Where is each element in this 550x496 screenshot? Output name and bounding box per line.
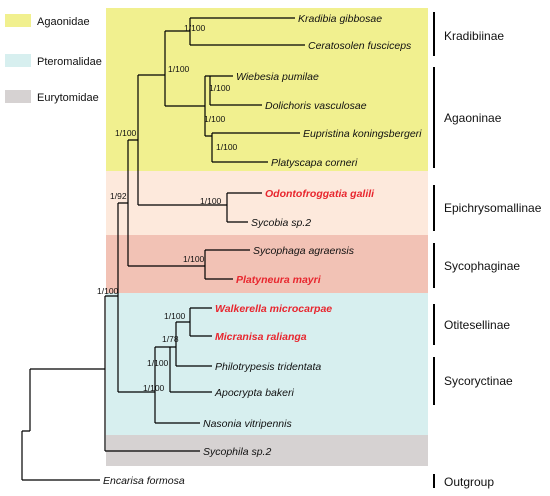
group-label-otitesellinae: Otitesellinae (444, 318, 510, 332)
taxon-label: Wiebesia pumilae (236, 71, 319, 83)
branch-upper (118, 140, 137, 267)
group-label-sycophaginae: Sycophaginae (444, 259, 520, 273)
branch-kradibiinae (164, 30, 190, 106)
support-values: 1/100 1/100 1/100 1/100 1/100 1/100 1/10… (97, 23, 238, 393)
branch-pteromalid (154, 346, 200, 424)
support-value: 1/100 (184, 23, 206, 33)
support-value: 1/100 (200, 196, 222, 206)
branch-sycophaginae (137, 249, 250, 280)
support-value: 1/100 (97, 286, 119, 296)
band-sycophaginae (106, 235, 428, 293)
taxon-label: Platyscapa corneri (271, 157, 358, 169)
branch-epi-agaon (128, 75, 227, 206)
taxon-label: Philotrypesis tridentata (215, 361, 321, 373)
group-label-agaoninae: Agaoninae (444, 111, 502, 125)
branch-node-main (105, 203, 155, 393)
taxon-label: Dolichoris vasculosae (265, 100, 367, 112)
band-epichrysomallinae (106, 171, 428, 235)
band-agaonidae (106, 8, 428, 171)
branch-node-sycophila (104, 296, 200, 452)
group-label-outgroup: Outgroup (444, 475, 494, 489)
taxon-label: Ceratosolen fusciceps (308, 40, 412, 52)
taxon-label: Micranisa ralianga (215, 331, 307, 343)
support-value: 1/100 (183, 254, 205, 264)
group-label-epichrysomallinae: Epichrysomallinae (444, 201, 542, 215)
group-brackets: Kradibiinae Agaoninae Epichrysomallinae … (433, 12, 542, 489)
taxon-label: Sycophaga agraensis (253, 245, 355, 257)
taxon-label: Odontofroggatia galili (265, 188, 375, 200)
branch-eupristina (205, 132, 300, 163)
support-value: 1/78 (162, 334, 179, 344)
branch-root (21, 430, 100, 481)
taxon-label: Sycophila sp.2 (203, 446, 271, 458)
taxon-label: Platyneura mayri (236, 274, 322, 286)
tree-branches (21, 17, 305, 481)
taxon-label: Apocrypta bakeri (214, 387, 294, 399)
legend-label-eurytomidae: Eurytomidae (37, 92, 99, 104)
branch-kradibia (189, 17, 305, 46)
taxon-labels: Kradibia gibbosae Ceratosolen fusciceps … (103, 13, 422, 487)
support-value: 1/100 (164, 311, 186, 321)
legend-label-agaonidae: Agaonidae (37, 16, 90, 28)
support-value: 1/100 (143, 383, 165, 393)
taxon-label: Encarisa formosa (103, 475, 185, 487)
support-value: 1/100 (204, 114, 226, 124)
branch-agaoninae (165, 76, 206, 136)
taxon-label: Sycobia sp.2 (251, 217, 311, 229)
branch-apocrypta (169, 347, 212, 393)
legend-swatch-pteromalidae (5, 54, 31, 67)
support-value: 1/100 (147, 358, 169, 368)
branch-wiebesia (205, 75, 262, 106)
legend: Agaonidae Pteromalidae Eurytomidae (5, 14, 102, 104)
legend-swatch-eurytomidae (5, 90, 31, 103)
branch-walkerella (176, 307, 212, 337)
support-value: 1/100 (216, 142, 238, 152)
support-value: 1/100 (209, 83, 231, 93)
taxon-label: Eupristina koningsbergeri (303, 128, 422, 140)
band-pteromalidae (106, 293, 428, 435)
taxon-label: Nasonia vitripennis (203, 418, 292, 430)
support-value: 1/92 (110, 191, 127, 201)
taxon-label: Kradibia gibbosae (298, 13, 382, 25)
legend-swatch-agaonidae (5, 14, 31, 27)
group-label-sycoryctinae: Sycoryctinae (444, 374, 513, 388)
support-value: 1/100 (168, 64, 190, 74)
legend-label-pteromalidae: Pteromalidae (37, 56, 102, 68)
support-value: 1/100 (115, 128, 137, 138)
taxon-label: Walkerella microcarpae (215, 303, 332, 315)
branch-ingroup (29, 368, 105, 431)
group-label-kradibiinae: Kradibiinae (444, 29, 504, 43)
branch-otitesellinae (170, 322, 212, 367)
branch-epichrysomallinae (226, 192, 262, 223)
